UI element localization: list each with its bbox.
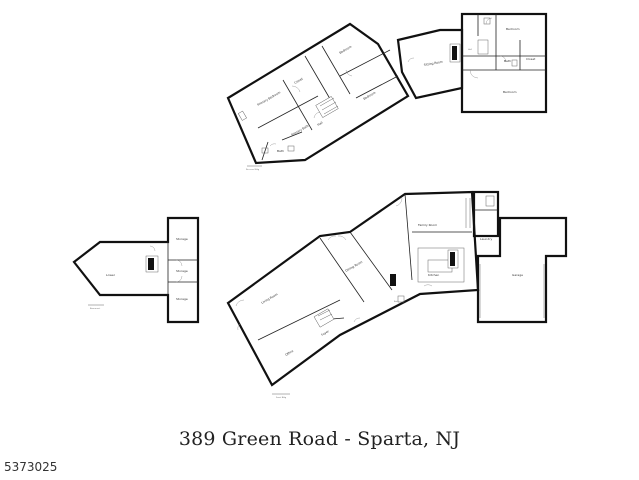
property-address-caption: 389 Green Road - Sparta, NJ [178, 428, 461, 450]
svg-text:Storage: Storage [176, 237, 188, 241]
garage-block: Laundry Garage [472, 190, 568, 324]
svg-text:Storage: Storage [176, 269, 188, 273]
svg-text:Basement: Basement [90, 307, 100, 310]
svg-text:Dining Room: Dining Room [345, 260, 364, 273]
listing-id: 5373025 [4, 460, 58, 474]
svg-text:Laundry: Laundry [480, 237, 492, 241]
svg-text:Front Bldg: Front Bldg [276, 396, 287, 399]
svg-text:Bedroom: Bedroom [503, 90, 517, 94]
upper-left-wing: Primary Bedroom Closet Bedroom Bedroom H… [226, 22, 410, 171]
svg-text:Hall: Hall [468, 49, 472, 51]
svg-text:Reverse Bldg: Reverse Bldg [246, 168, 260, 171]
svg-text:Bath: Bath [504, 59, 511, 63]
svg-text:Garage: Garage [512, 273, 523, 277]
svg-text:Primary Bath: Primary Bath [291, 124, 310, 137]
svg-text:Bedroom: Bedroom [506, 27, 520, 31]
svg-text:Living Room: Living Room [261, 292, 279, 305]
svg-text:Foyer: Foyer [321, 329, 331, 337]
svg-text:Kitchen: Kitchen [428, 273, 439, 277]
svg-text:Storage: Storage [176, 297, 188, 301]
svg-text:Sitting Room: Sitting Room [423, 60, 443, 67]
svg-text:Bath: Bath [394, 300, 399, 303]
svg-text:Family Room: Family Room [418, 223, 437, 227]
svg-text:Bedroom: Bedroom [363, 91, 377, 101]
svg-text:Closet: Closet [526, 57, 536, 61]
svg-text:Closet: Closet [294, 76, 305, 85]
svg-text:Office: Office [285, 349, 295, 357]
svg-text:Hall: Hall [317, 120, 324, 126]
lower-level-plan: Lower Storage Storage Storage Basement [72, 216, 200, 324]
svg-text:Primary Bedroom: Primary Bedroom [257, 90, 282, 107]
svg-text:Bath: Bath [277, 149, 284, 153]
svg-text:Bedroom: Bedroom [339, 45, 353, 55]
upper-right-block: Sitting Room Bedroom Bedroom Closet Bath… [396, 12, 548, 114]
main-floor-plan: Living Room Dining Room Office Foyer Fam… [226, 190, 568, 399]
main-left-wing: Living Room Dining Room Office Foyer Fam… [226, 190, 480, 399]
upper-floor-plan: Primary Bedroom Closet Bedroom Bedroom H… [226, 12, 548, 171]
svg-text:Lower: Lower [106, 273, 116, 277]
